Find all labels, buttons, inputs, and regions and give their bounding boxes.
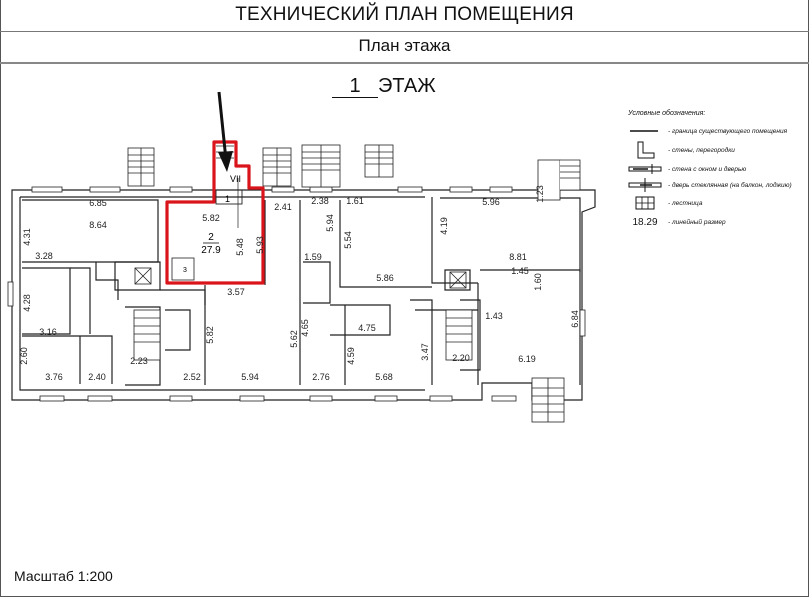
pointer-arrow-icon — [217, 91, 233, 172]
dimension-label: 5.96 — [482, 197, 500, 207]
dimension-label: 2.52 — [183, 372, 201, 382]
dimension-label: 1.61 — [346, 196, 364, 206]
legend-title: Условные обозначения: — [628, 110, 706, 117]
dimension-label: 2.20 — [452, 353, 470, 363]
legend: Условные обозначения: граница существующ… — [628, 110, 808, 231]
dimension-label: 2.38 — [311, 196, 329, 206]
legend-item-wall-window-door: стена с окном и дверью — [628, 161, 808, 177]
document-title: ТЕХНИЧЕСКИЙ ПЛАН ПОМЕЩЕНИЯ — [0, 0, 809, 32]
windows — [7, 186, 586, 402]
premises-outline — [165, 140, 265, 285]
dimension-label: 5.82 — [202, 213, 220, 223]
dimension-labels: 6.85 8.64 4.313.28 4.28 3.16 2.60 3.76 2.40 2.23… — [19, 185, 580, 382]
walls — [11, 189, 596, 401]
dimension-label: 5.94 — [325, 214, 335, 232]
section-label: VII — [230, 174, 241, 184]
dimension-label: 4.31 — [22, 228, 32, 246]
elevator-shafts — [134, 267, 467, 289]
wall-corner-icon — [628, 140, 662, 160]
legend-item-stairs: лестница — [628, 193, 808, 213]
scale-label: Масштаб 1:200 — [14, 568, 113, 584]
dimension-label: 6.85 — [89, 198, 107, 208]
dimension-label: 2.23 — [130, 356, 148, 366]
room-2-area: 27.9 — [201, 245, 221, 256]
room-1-box — [215, 189, 243, 205]
dimension-label: 5.54 — [343, 231, 353, 249]
room-3-number: 3 — [183, 267, 187, 274]
dimension-label: 3.47 — [420, 343, 430, 361]
dimension-label: 4.28 — [22, 294, 32, 312]
boundary-line-icon — [628, 128, 662, 134]
dimension-label: 8.81 — [509, 252, 527, 262]
dimension-label: 5.68 — [375, 372, 393, 382]
wall-window-door-icon — [628, 164, 662, 174]
dimension-label: 5.62 — [289, 330, 299, 348]
dimension-label: 5.82 — [205, 326, 215, 344]
dimension-label: 4.19 — [439, 217, 449, 235]
dimension-label: 4.59 — [346, 347, 356, 365]
dimension-label: 8.64 — [89, 220, 107, 230]
legend-item-boundary: граница существующего помещения — [628, 123, 808, 139]
dimension-label: 1.59 — [304, 252, 322, 262]
dimension-label: 5.93 — [255, 236, 265, 254]
dimension-label: 3.76 — [45, 372, 63, 382]
dimension-label: 5.86 — [376, 273, 394, 283]
floor-word: ЭТАЖ — [378, 75, 436, 97]
glass-door-icon — [628, 178, 662, 192]
dimension-label: 3.16 — [39, 327, 57, 337]
dimension-label: 1.60 — [533, 273, 543, 291]
room-1-number: 1 — [225, 194, 230, 204]
dimension-sample: 18.29 — [632, 216, 658, 228]
dimension-label: 3.28 — [35, 251, 53, 261]
stairs-icon — [628, 196, 662, 210]
document-subtitle: План этажа — [0, 32, 809, 64]
room-3-box — [171, 257, 195, 281]
legend-item-walls: стены, перегородки — [628, 139, 808, 161]
dimension-label: 1.45 — [511, 266, 529, 276]
legend-item-glass-door: дверь стеклянная (на балкон, лоджию) — [628, 177, 808, 193]
dimension-label: 4.65 — [300, 319, 310, 337]
dimension-label: 3.57 — [227, 287, 245, 297]
dimension-label: 1.23 — [535, 185, 545, 203]
room-2-number: 2 — [208, 232, 214, 243]
dimension-label: 6.19 — [518, 354, 536, 364]
stairs — [127, 144, 581, 423]
dimension-label: 2.60 — [19, 347, 29, 365]
dimension-label: 2.41 — [274, 202, 292, 212]
dimension-label: 2.40 — [88, 372, 106, 382]
dimension-label: 5.48 — [235, 238, 245, 256]
dimension-label: 1.43 — [485, 311, 503, 321]
dimension-label: 2.76 — [312, 372, 330, 382]
dimension-label: 6.84 — [570, 310, 580, 328]
dimension-label: 4.75 — [358, 323, 376, 333]
dimension-label: 5.94 — [241, 372, 259, 382]
floor-number: 1 — [332, 75, 378, 98]
legend-item-dimension: 18.29 линейный размер — [628, 213, 808, 231]
